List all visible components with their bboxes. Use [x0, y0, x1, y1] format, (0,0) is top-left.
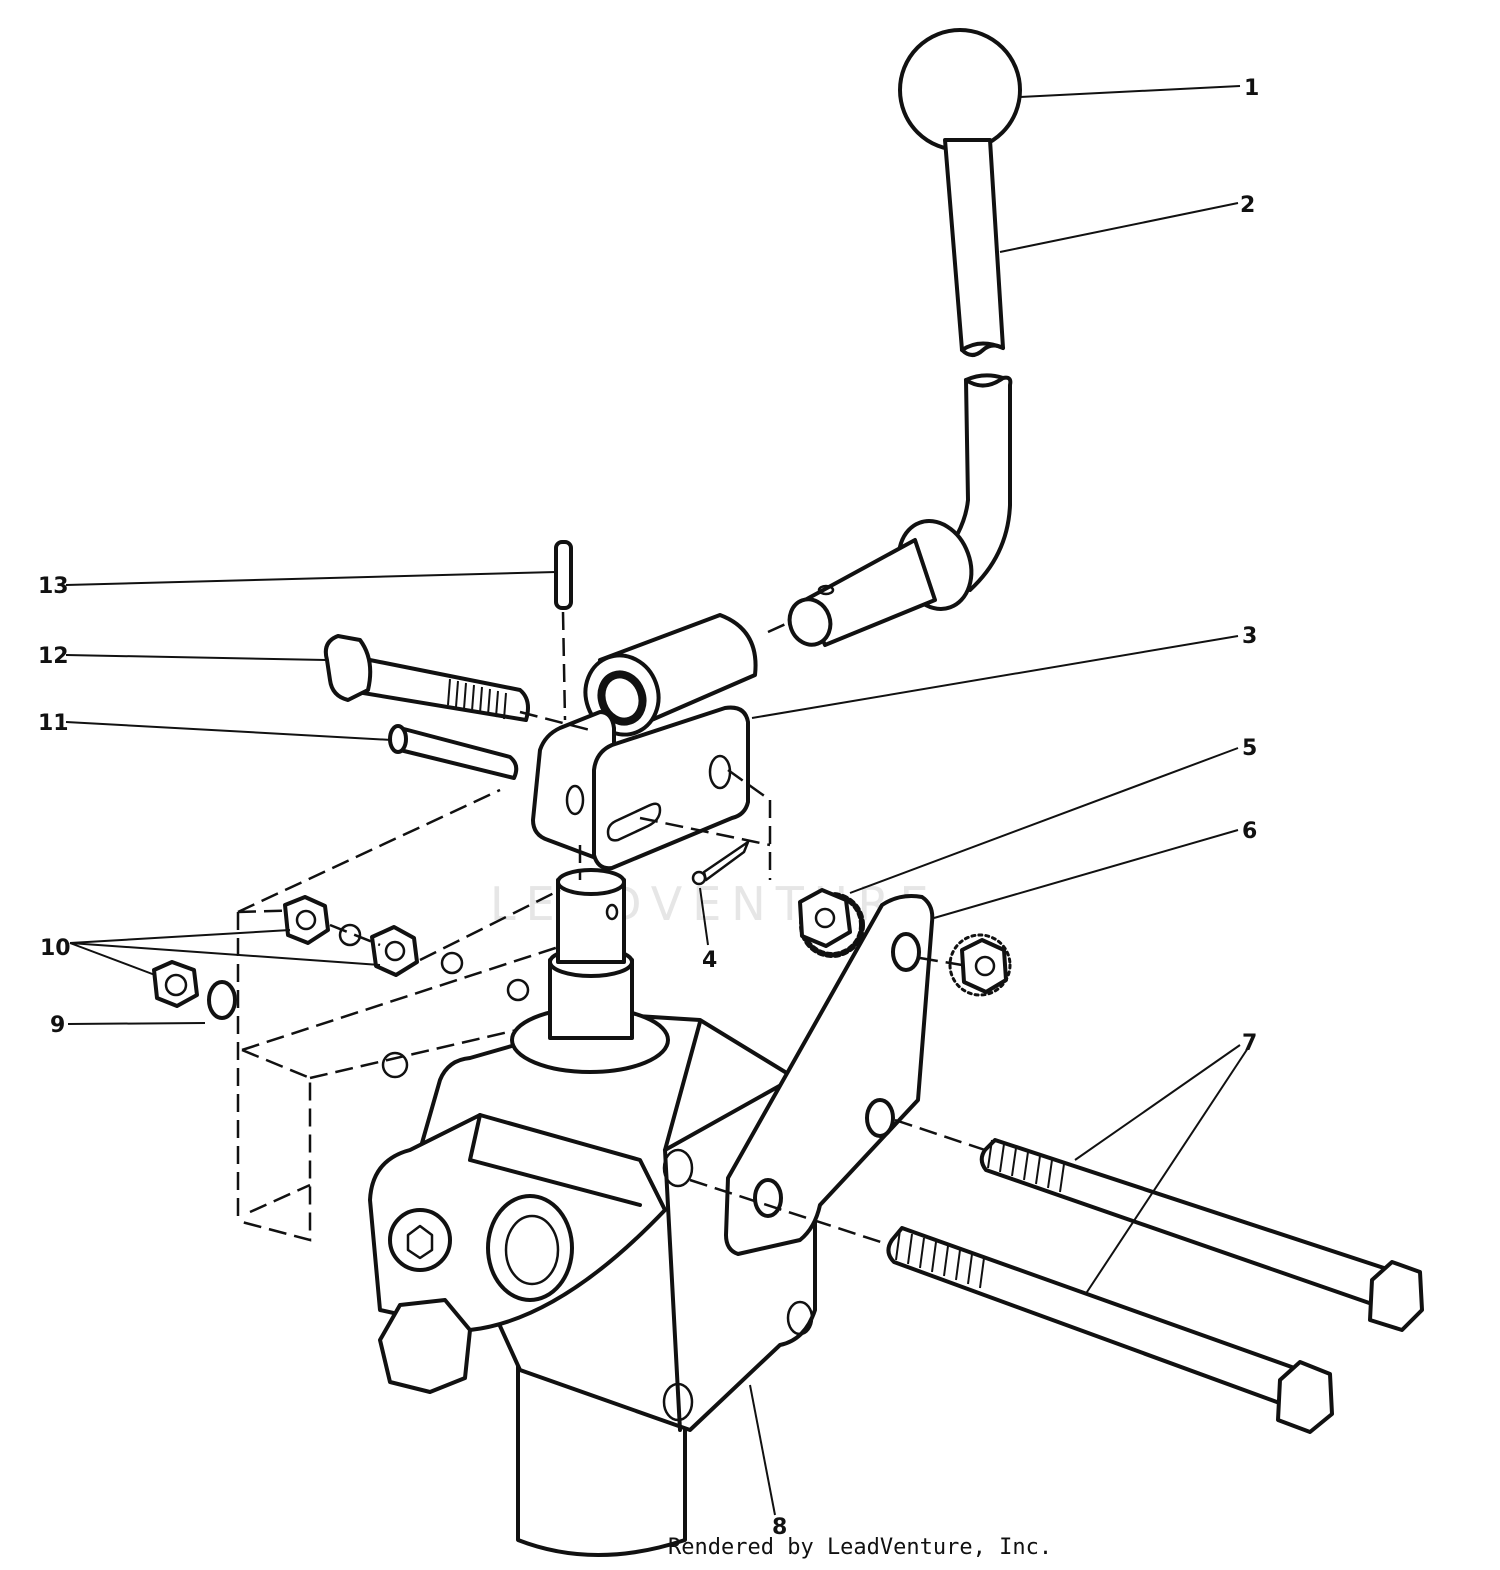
- lock-nut-group: [152, 895, 419, 1008]
- callout-7: 7: [1242, 1031, 1257, 1056]
- assembly-lines: [329, 611, 986, 1247]
- callout-2: 2: [1240, 193, 1255, 218]
- long-bolts: [886, 1138, 1424, 1434]
- callout-4: 4: [702, 948, 717, 973]
- callout-labels: 1 2 3 4 5 6 7 8 9 10 11 12 13: [38, 76, 1259, 1540]
- callout-12: 12: [38, 644, 69, 669]
- callout-5: 5: [1242, 736, 1257, 761]
- roll-pin: [554, 540, 573, 610]
- render-credit: Rendered by LeadVenture, Inc.: [668, 1535, 1052, 1560]
- callout-10: 10: [40, 936, 71, 961]
- mounting-bracket: [724, 894, 935, 1256]
- control-valve-body: [368, 868, 817, 1557]
- lever-handle: [787, 138, 1013, 647]
- callout-11: 11: [38, 711, 69, 736]
- link-bolt: [323, 634, 530, 722]
- clevis-pin: [388, 724, 519, 780]
- callout-6: 6: [1242, 819, 1257, 844]
- callout-1: 1: [1244, 76, 1259, 101]
- control-knob: [898, 28, 1022, 152]
- link-plate-assembly: [531, 705, 750, 871]
- leader-lines: [65, 85, 1251, 1516]
- lock-washer: [207, 980, 237, 1020]
- callout-8: 8: [772, 1515, 787, 1540]
- callout-9: 9: [50, 1013, 65, 1038]
- callout-13: 13: [38, 574, 69, 599]
- cotter-pin: [691, 840, 750, 886]
- lock-nut-washer-group: [798, 888, 1012, 997]
- callout-3: 3: [1242, 624, 1257, 649]
